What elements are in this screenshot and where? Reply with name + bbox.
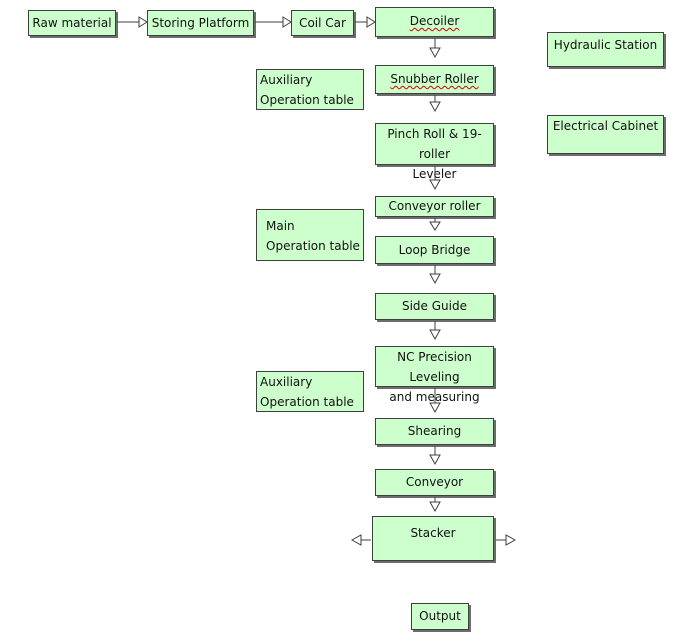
arrow-nc-to-shearing	[429, 388, 441, 414]
shearing-box: Shearing	[375, 418, 494, 445]
storing-platform-label: Storing Platform	[151, 16, 250, 30]
snubber-roller-label: Snubber Roller	[390, 72, 479, 86]
arrow-raw-to-storing	[117, 16, 148, 28]
coil-car-label: Coil Car	[299, 16, 346, 30]
conveyor-roller-box: Conveyor roller	[375, 196, 494, 217]
conveyor-roller-label: Conveyor roller	[388, 199, 481, 213]
electrical-cabinet-label: Electrical Cabinet	[552, 119, 659, 133]
hydraulic-station-label: Hydraulic Station	[553, 38, 658, 52]
conveyor-box: Conveyor	[375, 469, 494, 496]
coil-car-box: Coil Car	[291, 10, 354, 36]
arrow-stacker-right	[496, 534, 517, 546]
raw-material-box: Raw material	[28, 10, 116, 36]
arrow-side-guide-to-nc	[429, 321, 441, 341]
main-operation-table-box: Main Operation table	[256, 209, 364, 261]
arrow-loop-to-side-guide	[429, 265, 441, 285]
side-guide-label: Side Guide	[401, 299, 467, 313]
auxiliary-operation-table-top-box: Auxiliary Operation table	[256, 69, 364, 110]
arrow-decoiler-to-snubber	[429, 38, 441, 59]
storing-platform-box: Storing Platform	[147, 10, 254, 36]
nc-precision-leveling-box: NC Precision Leveling and measuring	[375, 346, 494, 404]
main-table-line1: Main	[266, 219, 295, 233]
pinch-roll-leveler-box: Pinch Roll & 19-roller Leveler	[375, 123, 494, 181]
aux-table-bottom-line2: Operation table	[260, 395, 354, 409]
arrow-pinch-to-conveyor-roller	[429, 166, 441, 191]
pinch-roll-label-line1: Pinch Roll & 19-roller	[387, 127, 482, 161]
side-guide-box: Side Guide	[375, 293, 494, 320]
arrow-storing-to-coilcar	[255, 16, 292, 28]
arrow-conveyor-to-stacker	[429, 497, 441, 513]
arrow-conveyor-roller-to-loop	[429, 218, 441, 231]
nc-precision-label-line1: NC Precision Leveling	[397, 350, 472, 384]
main-table-line2: Operation table	[266, 239, 360, 253]
raw-material-label: Raw material	[32, 16, 112, 30]
arrow-shearing-to-conveyor	[429, 446, 441, 466]
arrow-snubber-to-pinch	[429, 95, 441, 113]
stacker-box: Stacker	[372, 516, 494, 561]
decoiler-box: Decoiler	[375, 7, 494, 37]
aux-table-top-line2: Operation table	[260, 93, 354, 107]
loop-bridge-label: Loop Bridge	[398, 243, 471, 257]
output-label: Output	[419, 609, 461, 623]
auxiliary-operation-table-bottom-box: Auxiliary Operation table	[256, 371, 364, 412]
decoiler-label: Decoiler	[409, 14, 460, 28]
hydraulic-station-box: Hydraulic Station	[547, 32, 664, 67]
conveyor-label: Conveyor	[405, 475, 464, 489]
nc-precision-label-line2: and measuring	[389, 390, 480, 404]
electrical-cabinet-box: Electrical Cabinet	[547, 115, 664, 154]
shearing-label: Shearing	[407, 424, 462, 438]
output-box: Output	[411, 603, 469, 630]
aux-table-bottom-line1: Auxiliary	[260, 375, 313, 389]
aux-table-top-line1: Auxiliary	[260, 73, 313, 87]
snubber-roller-box: Snubber Roller	[375, 65, 494, 94]
arrow-coilcar-to-decoiler	[355, 16, 376, 28]
loop-bridge-box: Loop Bridge	[375, 236, 494, 264]
stacker-label: Stacker	[410, 526, 456, 540]
arrow-stacker-left	[350, 534, 371, 546]
